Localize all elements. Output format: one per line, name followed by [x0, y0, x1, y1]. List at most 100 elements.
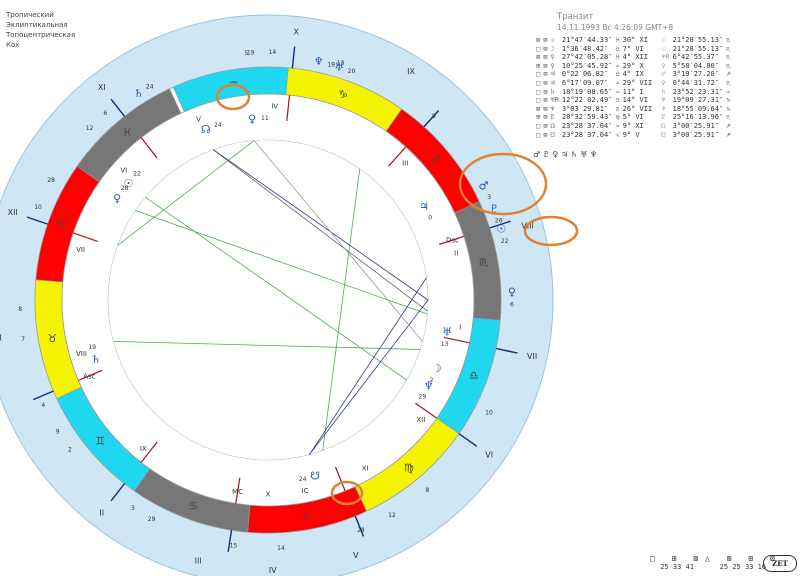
- chart-settings: Тропический Эклиптикальная Топоцентричес…: [6, 10, 75, 50]
- house-label: VII: [527, 352, 537, 361]
- inner-house-label: Asc: [83, 372, 95, 380]
- aspect-cell-sign: ♒: [615, 121, 620, 130]
- planet-outer-5: ♄: [134, 87, 144, 100]
- aspect-cell-sign: ♓: [615, 53, 620, 62]
- aspect-cell-h: 9° XI: [622, 121, 644, 130]
- planet-inner-6: ☽: [432, 362, 442, 375]
- aspect-cell-sign: ♌: [615, 130, 620, 139]
- aspect-cell-pl: ♅R: [550, 96, 559, 105]
- zet-badge[interactable]: ZET: [763, 555, 797, 572]
- aspect-cell-h: 9° V: [622, 130, 640, 139]
- outer-degree-label: 9: [432, 113, 436, 120]
- aspect-line: [309, 299, 429, 455]
- aspect-cell-s2: ⊠: [543, 121, 548, 130]
- house-cusp: [291, 46, 296, 69]
- planet-inner-degree: 13: [441, 341, 449, 348]
- outer-degree-label: 3: [131, 505, 135, 512]
- house-label: V: [353, 551, 359, 560]
- aspect-cell-pt: ♇: [661, 113, 666, 122]
- planet-inner-5: ☋: [310, 470, 320, 483]
- planet-outer-0: ♆: [314, 55, 324, 68]
- aspect-cell-pt: ♆R: [661, 53, 670, 62]
- house-cusp-inner: [140, 137, 158, 159]
- aspect-row: □⊠☊23°28′37.04″♒9° XI☊3°00′25.91″♐: [536, 122, 733, 131]
- inner-house-label: VI: [120, 167, 127, 175]
- outer-degree-label: 19: [247, 50, 255, 57]
- aspect-cell-s2: ⊠: [543, 96, 548, 105]
- house-cusp: [495, 347, 518, 354]
- aspect-cell-pt: ☉: [661, 36, 666, 44]
- aspect-cell-pos: 28°32′59.43″: [561, 113, 613, 122]
- inner-house-label: I: [459, 323, 461, 331]
- aspect-cell-sign: ♎: [615, 96, 620, 105]
- planet-inner-3: ♀: [113, 192, 121, 205]
- aspect-cell-s2: ⊠: [543, 70, 548, 79]
- sign-glyph: ♌: [301, 510, 311, 523]
- sign-glyph: ♓: [122, 126, 132, 139]
- aspect-cell-s1: ⊠: [536, 53, 541, 62]
- house-label: VI: [485, 451, 493, 460]
- aspect-cell-sign: ♓: [615, 36, 620, 44]
- planet-outer-degree: 3: [487, 194, 491, 201]
- highlight-oval: [523, 215, 579, 247]
- planet-outer-6: ♇: [489, 202, 499, 215]
- sign-glyph: ♏: [479, 256, 489, 269]
- aspect-line: [213, 149, 428, 312]
- aspect-cell-tsign: ♏: [726, 61, 731, 70]
- planet-outer-1: ♅: [334, 61, 344, 74]
- aspect-cell-pos: 12°22′02.49″: [561, 96, 613, 105]
- outer-degree-label: 28: [357, 527, 365, 534]
- aspect-cell-h: 29° VII: [622, 78, 653, 87]
- inner-house-label: III: [402, 159, 408, 167]
- house-cusp-inner: [415, 402, 438, 419]
- aspect-cell-h: 4° IX: [622, 70, 644, 79]
- aspect-cell-tpos: 6°42′55.37″: [672, 53, 719, 62]
- planet-inner-degree: 24: [214, 122, 222, 129]
- planet-inner-degree: 24: [299, 476, 307, 483]
- aspect-cell-tsign: ♑: [726, 104, 731, 113]
- footer-group-1-values: 25 33 41: [660, 563, 694, 571]
- aspect-row: □⊠♃0°22′06.82″♎4° IX♂3°19′27.20″♐: [536, 70, 733, 79]
- aspect-cell-tpos: 19°09′27.31″: [672, 96, 724, 105]
- house-cusp: [32, 390, 54, 401]
- aspect-cell-s1: □: [536, 121, 541, 130]
- sign-glyph: ♍: [404, 462, 414, 475]
- planet-outer-degree: 19: [327, 61, 335, 68]
- sign-glyph: ♐: [431, 153, 441, 166]
- aspect-cell-tsign: ♏: [726, 113, 731, 122]
- footer-group-1-symbols: □ ⊞ ⊠: [650, 554, 705, 563]
- footer-group-2-symbols: △ ⊠ ⊞ ⊠: [705, 554, 781, 563]
- outer-degree-label: 6: [103, 110, 107, 117]
- outer-degree-label: 15: [230, 543, 238, 550]
- aspect-cell-h: 4° XII: [622, 53, 648, 62]
- aspect-line: [253, 140, 423, 342]
- aspect-cell-pos: 0°22′06.82″: [561, 70, 609, 79]
- highlight-oval: [330, 480, 364, 506]
- aspect-cell-pt: ☉: [661, 44, 666, 53]
- aspect-cell-s1: ⊠: [536, 36, 541, 44]
- footer-group-1: □ ⊞ ⊠ 25 33 41: [650, 554, 704, 571]
- aspect-cell-tpos: 0°44′31.72″: [672, 78, 719, 87]
- aspect-cell-sign: ♎: [615, 44, 620, 53]
- aspect-row: □⊠♄18°19′08.65″♒11° I♄23°52′23.31″♒: [536, 88, 733, 97]
- house-cusp: [227, 530, 233, 552]
- aspect-cell-tpos: 23°52′23.31″: [672, 87, 724, 96]
- aspect-cell-s1: □: [536, 87, 541, 96]
- aspect-cell-s1: ⊞: [536, 61, 541, 70]
- planet-inner-0: ☊: [201, 123, 211, 136]
- aspect-table: ⊠⊠☉21°47′44.33″♓30° XI☉21°28′55.13″♏□⊠☽1…: [536, 36, 733, 139]
- aspect-cell-s1: ⊞: [536, 113, 541, 122]
- coordinate-type: Эклиптикальная: [6, 21, 68, 29]
- planet-inner-1: ♀: [248, 113, 256, 126]
- aspect-cell-h: 11° I: [622, 87, 644, 96]
- house-cusp-inner: [334, 466, 346, 492]
- aspect-cell-h: 14° VI: [622, 96, 648, 105]
- aspect-cell-pt: ☋: [661, 130, 666, 139]
- planet-inner-degree: 0: [428, 214, 432, 221]
- aspect-cell-s2: ⊠: [543, 44, 548, 53]
- aspect-row: ⊞⊠♀10°25′45.92″♒29° X♀5°58′04.80″♏: [536, 62, 733, 71]
- aspect-cell-pos: 1°36′48.42″: [561, 44, 609, 53]
- aspect-cell-pl: ♄: [550, 87, 555, 96]
- inner-house-label: IV: [271, 103, 278, 111]
